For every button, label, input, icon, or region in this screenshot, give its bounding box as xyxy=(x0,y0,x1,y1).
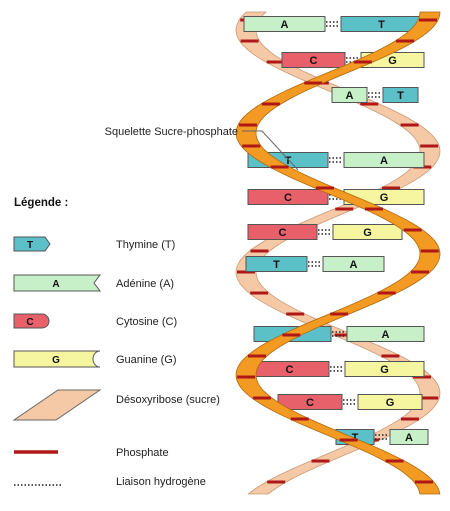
base-letter: C xyxy=(286,364,294,376)
front-strand xyxy=(235,11,441,495)
base-letter: G xyxy=(380,192,389,204)
guanine-symbol-letter: G xyxy=(52,355,60,366)
cytosine-symbol xyxy=(13,313,50,329)
base-letter: C xyxy=(310,55,318,67)
legend: Légende : T Thymine (T) A Adénine (A) C … xyxy=(12,197,220,488)
base-A xyxy=(346,326,425,342)
base-letter: T xyxy=(285,155,292,167)
legend-item-guanine: G Guanine (G) xyxy=(13,350,177,368)
base-letter: A xyxy=(380,155,388,167)
base-A xyxy=(322,256,385,272)
base-letter: T xyxy=(273,259,280,271)
adenine-symbol xyxy=(13,274,101,292)
base-letter: A xyxy=(405,432,413,444)
callout-label: Squelette Sucre-phosphate xyxy=(105,126,238,138)
base-C xyxy=(247,224,318,240)
base-letter: A xyxy=(281,19,289,31)
base-letter: G xyxy=(363,227,372,239)
base-T xyxy=(382,87,419,103)
cytosine-symbol-letter: C xyxy=(26,317,33,328)
helix-front-strand xyxy=(235,11,441,495)
base-G xyxy=(332,224,403,240)
base-A xyxy=(343,152,425,168)
guanine-symbol xyxy=(13,350,101,368)
base-C xyxy=(247,189,329,205)
legend-item-sugar: Désoxyribose (sucre) xyxy=(12,389,220,421)
sugar-symbol xyxy=(12,389,102,421)
thymine-symbol-letter: T xyxy=(27,240,33,251)
adenine-symbol-letter: A xyxy=(52,279,59,290)
base-G xyxy=(357,394,423,410)
cytosine-label: Cytosine (C) xyxy=(116,316,177,328)
base-letter: C xyxy=(279,227,287,239)
base-letter: A xyxy=(382,329,390,341)
base-A xyxy=(389,429,429,445)
guanine-label: Guanine (G) xyxy=(116,354,177,366)
base-letter: C xyxy=(284,192,292,204)
callout-line xyxy=(242,130,299,171)
legend-title: Légende : xyxy=(14,197,68,209)
legend-item-adenine: A Adénine (A) xyxy=(13,274,174,292)
base-G xyxy=(344,361,425,377)
base-letter: G xyxy=(386,397,395,409)
base-letter: T xyxy=(352,432,359,444)
thymine-symbol xyxy=(13,236,51,252)
base-letter: T xyxy=(397,90,404,102)
base-A xyxy=(243,16,326,32)
base-pairs: ATCGATTACGCGTATACGCGTA xyxy=(243,16,429,445)
legend-item-hbond: Liaison hydrogène xyxy=(14,476,206,488)
adenine-label: Adénine (A) xyxy=(116,278,174,290)
callout: Squelette Sucre-phosphate xyxy=(105,126,299,171)
base-C xyxy=(281,52,346,68)
hbond-label: Liaison hydrogène xyxy=(116,476,206,488)
base-T xyxy=(245,256,308,272)
base-letter: C xyxy=(306,397,314,409)
sugar-label: Désoxyribose (sucre) xyxy=(116,394,220,406)
base-letter: A xyxy=(350,259,358,271)
legend-item-phosphate: Phosphate xyxy=(14,447,169,459)
back-strand xyxy=(235,11,441,495)
base-letter: A xyxy=(346,90,354,102)
base-A xyxy=(331,87,368,103)
legend-item-cytosine: C Cytosine (C) xyxy=(13,313,177,329)
base-letter: G xyxy=(380,364,389,376)
helix-back-strands xyxy=(235,11,441,495)
base-letter: T xyxy=(378,19,385,31)
base-letter: G xyxy=(388,55,397,67)
legend-item-thymine: T Thymine (T) xyxy=(13,236,175,252)
thymine-label: Thymine (T) xyxy=(116,239,175,251)
phosphate-label: Phosphate xyxy=(116,447,169,459)
